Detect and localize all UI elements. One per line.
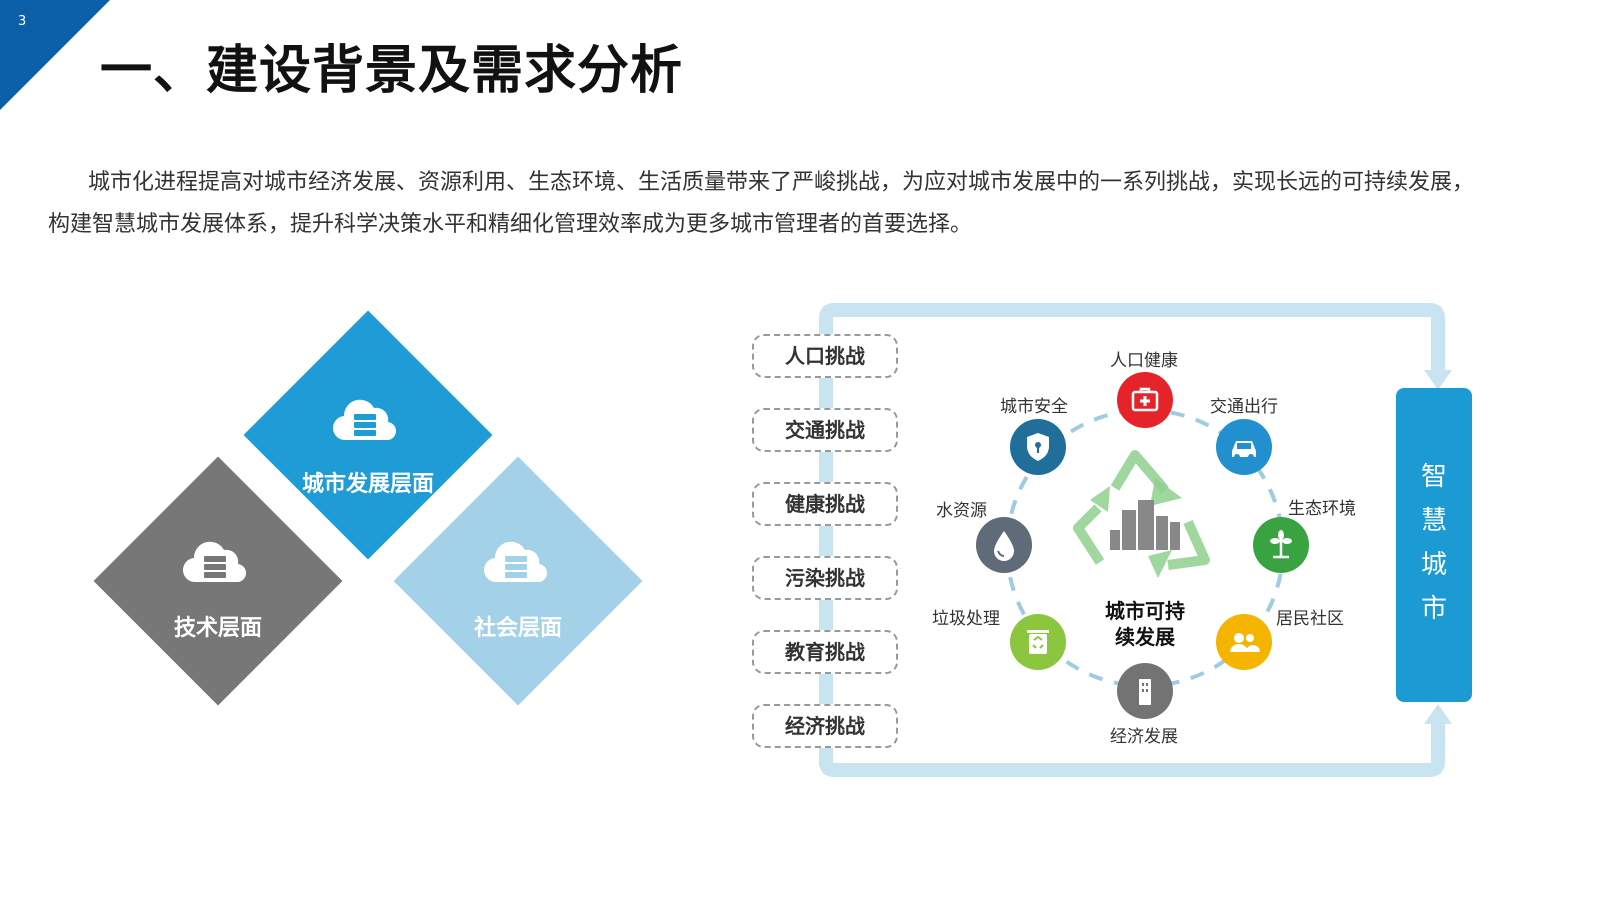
cycle-label-traffic: 交通出行 <box>1210 397 1278 417</box>
cloud-server-icon <box>332 399 397 441</box>
page-title: 一、建设背景及需求分析 <box>100 41 684 101</box>
challenge-economy: 经济挑战 <box>752 704 898 748</box>
layer-label-city: 城市发展层面 <box>301 472 434 497</box>
smart-city-box: 智 慧 城 市 <box>1396 388 1472 702</box>
smart-city-char: 城 <box>1420 550 1447 580</box>
cycle-label-ecology: 生态环境 <box>1288 499 1356 519</box>
center-label: 城市可持 续发展 <box>1090 598 1200 650</box>
smart-city-char: 市 <box>1420 594 1447 624</box>
cycle-label-water: 水资源 <box>936 501 987 521</box>
cycle-label-community: 居民社区 <box>1276 609 1344 629</box>
people-icon <box>1216 614 1272 670</box>
cycle-label-safety: 城市安全 <box>1000 397 1068 417</box>
challenge-education: 教育挑战 <box>752 630 898 674</box>
car-icon <box>1216 419 1272 475</box>
center-label-line1: 城市可持 <box>1105 599 1185 623</box>
smart-city-char: 慧 <box>1420 506 1447 536</box>
plant-icon <box>1253 517 1309 573</box>
layer-label-tech: 技术层面 <box>173 616 262 641</box>
challenge-pollution: 污染挑战 <box>752 556 898 600</box>
water-drop-icon <box>976 517 1032 573</box>
shield-icon <box>1010 419 1066 475</box>
city-buildings-icon <box>1110 500 1180 550</box>
challenge-population: 人口挑战 <box>752 334 898 378</box>
building-icon <box>1117 663 1173 719</box>
layer-label-society: 社会层面 <box>473 616 562 641</box>
center-label-line2: 续发展 <box>1115 625 1175 649</box>
first-aid-icon <box>1117 372 1173 428</box>
cloud-server-icon <box>182 541 247 583</box>
challenge-traffic: 交通挑战 <box>752 408 898 452</box>
trash-icon <box>1010 614 1066 670</box>
challenge-health: 健康挑战 <box>752 482 898 526</box>
cycle-label-economy: 经济发展 <box>1110 727 1178 747</box>
corner-decoration <box>0 0 110 110</box>
cloud-server-icon <box>483 541 548 583</box>
intro-paragraph: 城市化进程提高对城市经济发展、资源利用、生态环境、生活质量带来了严峻挑战，为应对… <box>48 170 1475 237</box>
cycle-label-health: 人口健康 <box>1110 351 1178 371</box>
smart-city-char: 智 <box>1420 462 1447 492</box>
cycle-label-garbage: 垃圾处理 <box>932 609 1000 629</box>
page-number: 3 <box>18 14 27 29</box>
